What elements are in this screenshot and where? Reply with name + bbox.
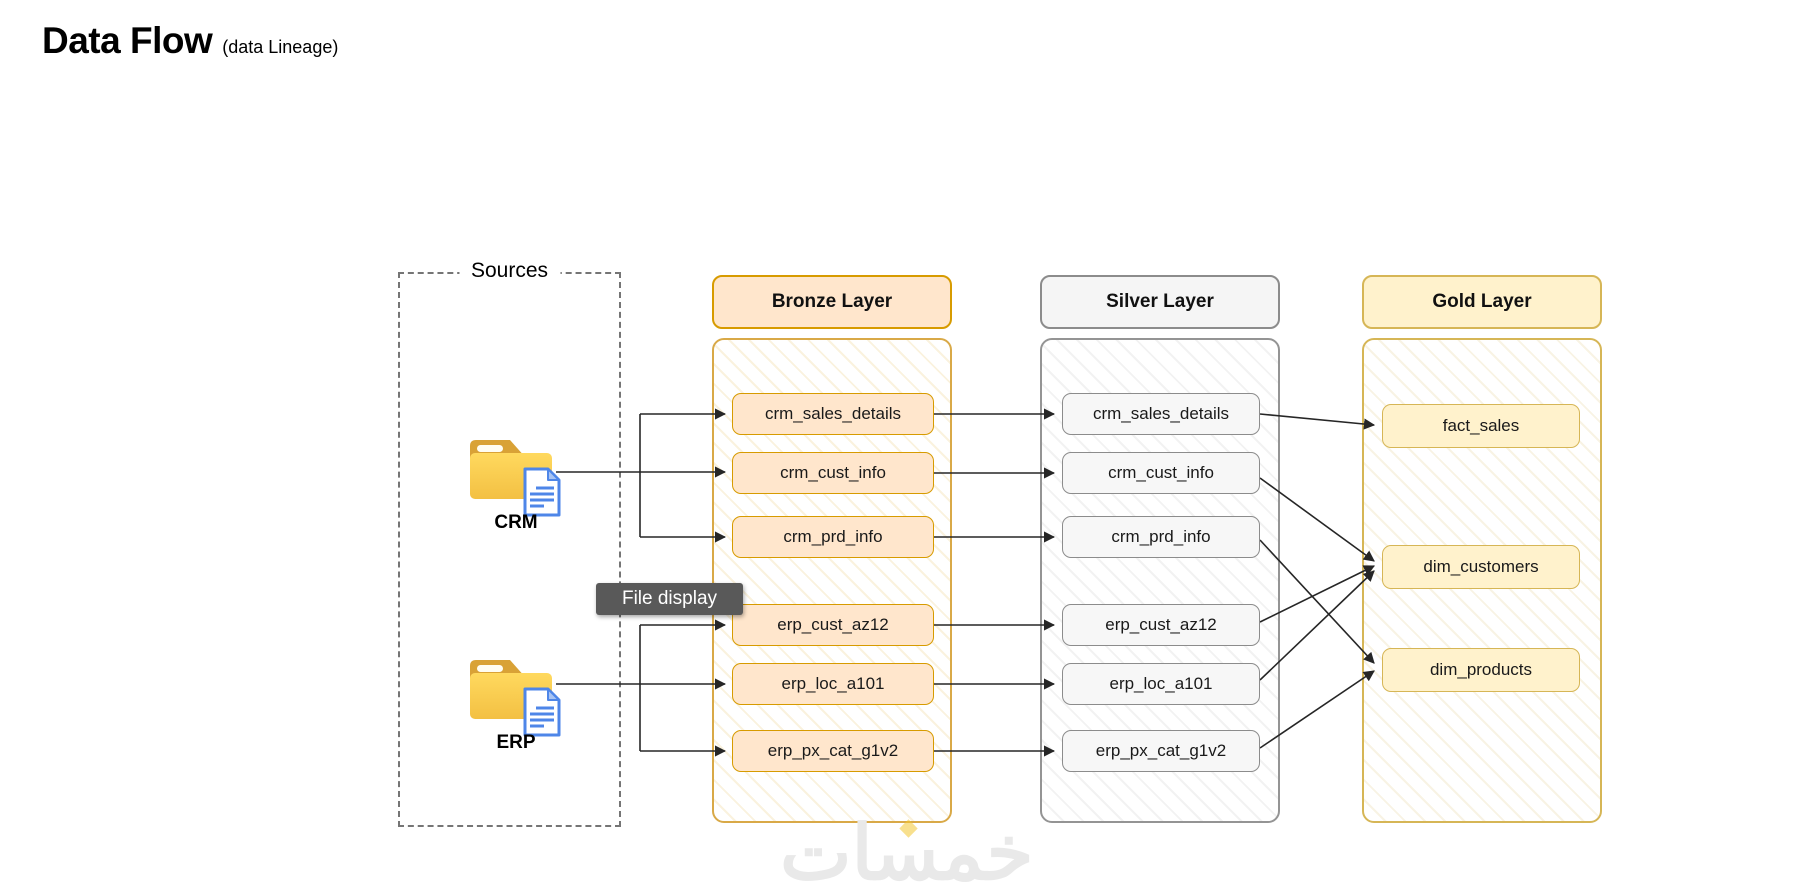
file-icon — [523, 687, 561, 737]
source-crm[interactable]: CRM — [468, 438, 568, 533]
sources-group-box: Sources — [398, 259, 621, 827]
page-title: Data Flow — [42, 20, 213, 61]
silver-node-crm-prd-info[interactable]: crm_prd_info — [1062, 516, 1260, 558]
bronze-node-erp-loc-a101[interactable]: erp_loc_a101 — [732, 663, 934, 705]
silver-node-erp-px-cat-g1v2[interactable]: erp_px_cat_g1v2 — [1062, 730, 1260, 772]
gold-node-dim-products[interactable]: dim_products — [1382, 648, 1580, 692]
file-display-tooltip: File display — [596, 583, 743, 615]
tooltip-text: File display — [621, 588, 718, 609]
source-crm-label: CRM — [494, 512, 538, 533]
silver-node-crm-cust-info[interactable]: crm_cust_info — [1062, 452, 1260, 494]
source-erp-label: ERP — [496, 732, 536, 753]
bronze-layer-title: Bronze Layer — [771, 291, 893, 312]
bronze-node-crm-sales-details[interactable]: crm_sales_details — [732, 393, 934, 435]
silver-layer-header[interactable]: Silver Layer — [1040, 275, 1280, 329]
silver-node-erp-cust-az12[interactable]: erp_cust_az12 — [1062, 604, 1260, 646]
file-icon — [523, 467, 561, 517]
gold-layer-title: Gold Layer — [1432, 291, 1532, 312]
silver-node-crm-sales-details[interactable]: crm_sales_details — [1062, 393, 1260, 435]
silver-node-erp-loc-a101[interactable]: erp_loc_a101 — [1062, 663, 1260, 705]
sources-label: Sources — [458, 259, 561, 283]
bronze-node-erp-cust-az12[interactable]: erp_cust_az12 — [732, 604, 934, 646]
bronze-node-erp-px-cat-g1v2[interactable]: erp_px_cat_g1v2 — [732, 730, 934, 772]
gold-node-dim-customers[interactable]: dim_customers — [1382, 545, 1580, 589]
gold-node-fact-sales[interactable]: fact_sales — [1382, 404, 1580, 448]
bronze-layer-header[interactable]: Bronze Layer — [712, 275, 952, 329]
page-subtitle: (data Lineage) — [222, 37, 339, 57]
silver-layer-title: Silver Layer — [1106, 291, 1214, 312]
page-title-block: Data Flow (data Lineage) — [42, 20, 338, 62]
khamsat-watermark: خمسات — [780, 816, 1033, 886]
source-erp[interactable]: ERP — [468, 658, 568, 753]
gold-layer-header[interactable]: Gold Layer — [1362, 275, 1602, 329]
bronze-node-crm-prd-info[interactable]: crm_prd_info — [732, 516, 934, 558]
bronze-node-crm-cust-info[interactable]: crm_cust_info — [732, 452, 934, 494]
